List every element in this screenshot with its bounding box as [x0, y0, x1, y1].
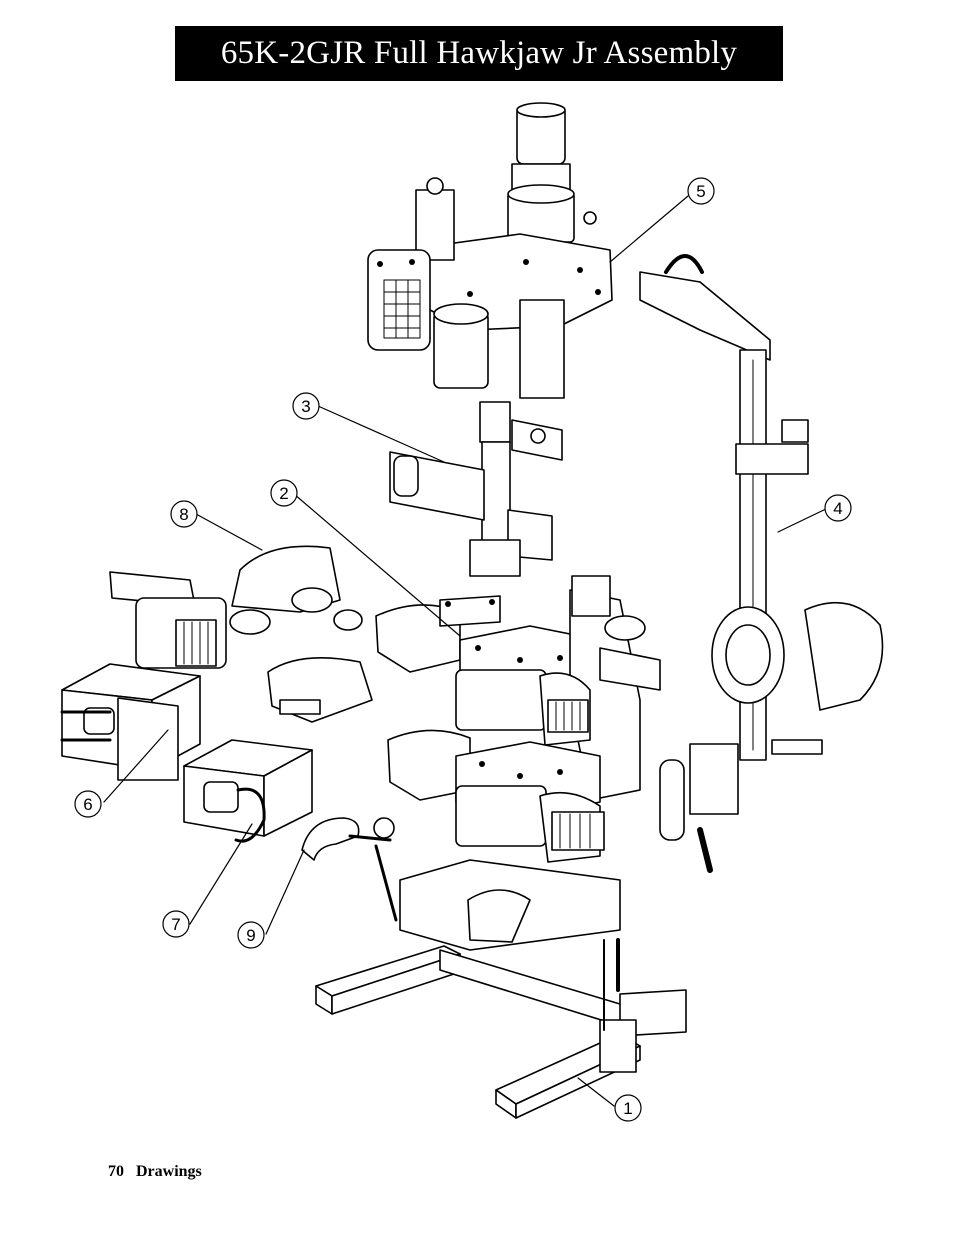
callout-label: 8	[179, 505, 188, 524]
part-6-door-box	[60, 663, 201, 781]
callout-label: 7	[171, 915, 180, 934]
callout-label: 9	[246, 926, 255, 945]
callout-7: 7	[162, 910, 190, 938]
callout-9: 9	[237, 921, 265, 949]
callout-label: 5	[696, 182, 705, 201]
callout-2: 2	[270, 479, 298, 507]
section-name: Drawings	[136, 1163, 202, 1180]
part-5-motor-gearbox	[367, 102, 613, 399]
part-4-mast-column	[639, 254, 884, 815]
page-title: 65K-2GJR Full Hawkjaw Jr Assembly	[220, 35, 738, 71]
page-footer: 70 Drawings	[108, 1163, 202, 1181]
callout-3: 3	[292, 392, 320, 420]
callout-label: 4	[833, 499, 842, 518]
page-number: 70	[108, 1163, 124, 1180]
title-banner: 65K-2GJR Full Hawkjaw Jr Assembly	[175, 26, 783, 81]
part-7-door-box	[183, 739, 313, 843]
callout-6: 6	[74, 790, 102, 818]
part-2-main-body	[375, 575, 713, 873]
part-9-handle-lever	[301, 817, 398, 922]
callout-label: 6	[83, 795, 92, 814]
callout-label: 2	[279, 484, 288, 503]
part-3-support-arm	[389, 401, 563, 577]
callout-5: 5	[687, 177, 715, 205]
callout-label: 1	[623, 1099, 632, 1118]
part-8-upper-jaw	[109, 545, 373, 723]
callout-leaders	[103, 195, 829, 1107]
callout-label: 3	[301, 397, 310, 416]
callout-4: 4	[824, 494, 852, 522]
part-1-base-stand	[315, 859, 687, 1119]
callout-1: 1	[614, 1094, 642, 1122]
callout-8: 8	[170, 500, 198, 528]
